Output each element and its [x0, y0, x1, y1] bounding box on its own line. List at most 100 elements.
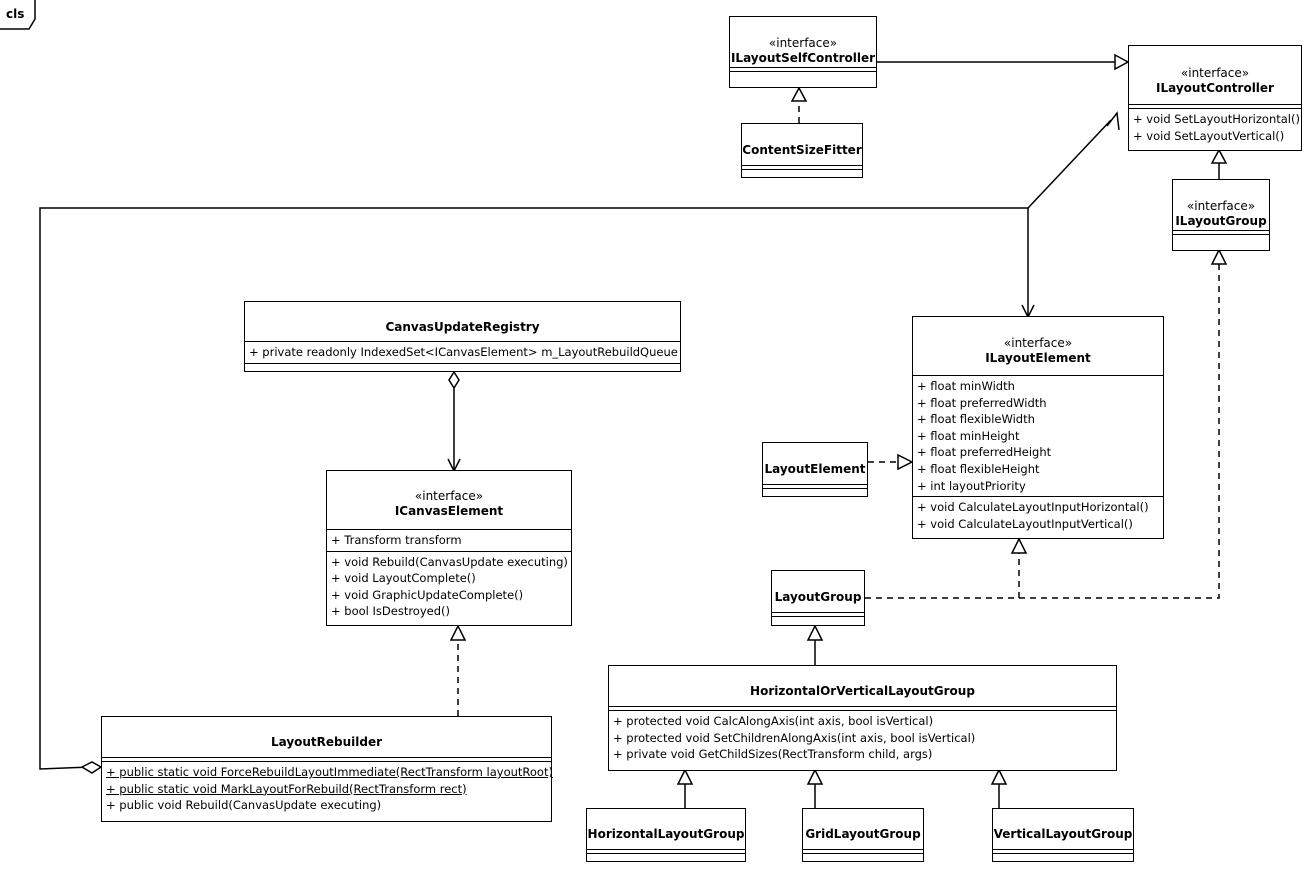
method-row: + protected void SetChildrenAlongAxis(in…	[613, 730, 976, 745]
methods-compartment: + protected void CalcAlongAxis(int axis,…	[609, 711, 1116, 765]
empty-compartment	[1173, 235, 1269, 239]
class-name: GridLayoutGroup	[805, 827, 921, 841]
diagram-frame-tab: cls	[0, 0, 34, 29]
class-horizontalorverticallayoutgroup[interactable]: HorizontalOrVerticalLayoutGroup + protec…	[608, 665, 1117, 771]
empty-compartment	[993, 854, 1133, 858]
class-name: LayoutRebuilder	[270, 735, 383, 749]
attributes-compartment: + Transform transform	[327, 530, 571, 552]
class-canvasupdateregistry[interactable]: CanvasUpdateRegistry + private readonly …	[244, 301, 681, 372]
attribute-row: + float flexibleHeight	[917, 461, 1040, 476]
methods-compartment: + void Rebuild(CanvasUpdate executing) +…	[327, 552, 571, 622]
empty-compartment	[587, 854, 745, 858]
empty-compartment	[730, 72, 876, 76]
class-header: ContentSizeFitter	[742, 124, 862, 166]
class-header: LayoutElement	[763, 443, 867, 485]
empty-compartment	[1129, 105, 1301, 109]
method-row: + void CalculateLayoutInputHorizontal()	[917, 500, 1149, 515]
class-name: ILayoutSelfController	[730, 51, 876, 65]
empty-compartment	[587, 850, 745, 854]
diagram-frame-label: cls	[6, 7, 25, 21]
empty-compartment	[763, 485, 867, 489]
aggregation-diamond-rebuilder	[80, 761, 103, 774]
empty-compartment	[609, 707, 1116, 711]
class-header: LayoutRebuilder	[102, 717, 551, 758]
class-name: ILayoutElement	[985, 351, 1091, 365]
class-contentsizefitter[interactable]: ContentSizeFitter	[741, 123, 863, 178]
attributes-compartment: + private readonly IndexedSet<ICanvasEle…	[245, 342, 680, 364]
class-ilayoutelement[interactable]: «interface» ILayoutElement + float minWi…	[912, 316, 1164, 539]
open-arrowhead-to-controller	[1106, 111, 1120, 131]
class-ilayoutgroup[interactable]: «interface» ILayoutGroup	[1172, 179, 1270, 251]
arrowhead-selfcontroller-to-controller	[1114, 53, 1130, 71]
method-row: + void SetLayoutVertical()	[1133, 128, 1285, 143]
class-header: VerticalLayoutGroup	[993, 809, 1133, 850]
static-method-row: + public static void ForceRebuildLayoutI…	[106, 765, 553, 779]
arrowhead-sizefitter-to-selfcontroller	[790, 86, 808, 102]
empty-compartment	[803, 854, 923, 858]
method-row: + void CalculateLayoutInputVertical()	[917, 516, 1133, 531]
empty-compartment	[1173, 231, 1269, 235]
class-name: VerticalLayoutGroup	[993, 827, 1133, 841]
methods-compartment: + void CalculateLayoutInputHorizontal() …	[913, 497, 1163, 534]
class-header: GridLayoutGroup	[803, 809, 923, 850]
attribute-row: + private readonly IndexedSet<ICanvasEle…	[249, 345, 678, 359]
attributes-compartment: + float minWidth + float preferredWidth …	[913, 376, 1163, 498]
method-row: + void SetLayoutHorizontal()	[1133, 112, 1300, 126]
class-name: HorizontalLayoutGroup	[587, 827, 745, 841]
class-ilayoutcontroller[interactable]: «interface» ILayoutController + void Set…	[1128, 45, 1302, 151]
empty-compartment	[102, 758, 551, 762]
class-header: «interface» ILayoutElement	[913, 317, 1163, 376]
attribute-row: + int layoutPriority	[917, 478, 1026, 493]
class-layoutgroup[interactable]: LayoutGroup	[771, 570, 865, 626]
stereotype-label: «interface»	[414, 489, 484, 503]
arrowhead-layoutgroup-iface-to-controller	[1210, 148, 1228, 164]
class-icanvaselement[interactable]: «interface» ICanvasElement + Transform t…	[326, 470, 572, 626]
attribute-row: + Transform transform	[331, 533, 462, 547]
empty-compartment	[803, 850, 923, 854]
arrowhead-layoutgroup-to-ilayoutelement	[1010, 537, 1028, 554]
stereotype-label: «interface»	[768, 36, 838, 50]
class-gridlayoutgroup[interactable]: GridLayoutGroup	[802, 808, 924, 862]
attribute-row: + float minHeight	[917, 428, 1020, 443]
static-method-row: + public static void MarkLayoutForRebuil…	[106, 781, 467, 796]
class-ilayoutselfcontroller[interactable]: «interface» ILayoutSelfController	[729, 16, 877, 88]
empty-compartment	[772, 613, 864, 617]
arrowhead-rebuilder-to-canvaselement	[449, 624, 467, 641]
class-layoutelement[interactable]: LayoutElement	[762, 442, 868, 497]
frame-tab-outline	[0, 0, 36, 30]
class-name: LayoutGroup	[774, 590, 862, 604]
attribute-row: + float minWidth	[917, 379, 1015, 393]
class-name: ICanvasElement	[394, 504, 504, 518]
method-row: + void GraphicUpdateComplete()	[331, 587, 524, 602]
class-name: ILayoutController	[1156, 81, 1274, 95]
arrowhead-layoutelement-to-ilayoutelement	[897, 453, 914, 471]
empty-compartment	[772, 617, 864, 621]
class-header: HorizontalOrVerticalLayoutGroup	[609, 666, 1116, 707]
edge-rebuilder-to-controller	[39, 119, 1112, 770]
class-name: ContentSizeFitter	[742, 143, 862, 157]
class-header: «interface» ILayoutGroup	[1173, 180, 1269, 231]
arrowhead-horvert-to-layoutgroup	[806, 624, 824, 641]
arrowhead-grid-to-horvert	[806, 768, 824, 785]
empty-compartment	[730, 68, 876, 72]
edge-layoutgroup-to-ilayoutgroup-iface	[1019, 264, 1220, 599]
class-header: LayoutGroup	[772, 571, 864, 613]
method-row: + protected void CalcAlongAxis(int axis,…	[613, 714, 934, 728]
class-name: ILayoutGroup	[1175, 214, 1267, 228]
class-name: LayoutElement	[764, 462, 866, 476]
method-row: + void LayoutComplete()	[331, 571, 476, 586]
class-verticallayoutgroup[interactable]: VerticalLayoutGroup	[992, 808, 1134, 862]
empty-compartment	[742, 170, 862, 174]
class-horizontallayoutgroup[interactable]: HorizontalLayoutGroup	[586, 808, 746, 862]
methods-compartment: + void SetLayoutHorizontal() + void SetL…	[1129, 109, 1301, 146]
stereotype-label: «interface»	[1186, 199, 1256, 213]
class-name: HorizontalOrVerticalLayoutGroup	[750, 684, 975, 698]
class-header: «interface» ILayoutSelfController	[730, 17, 876, 68]
class-layoutrebuilder[interactable]: LayoutRebuilder + public static void For…	[101, 716, 553, 822]
class-header: CanvasUpdateRegistry	[245, 302, 680, 342]
arrowhead-vertical-to-horvert	[990, 768, 1008, 785]
arrowhead-horizontal-to-horvert	[676, 768, 694, 785]
method-row: + private void GetChildSizes(RectTransfo…	[613, 747, 933, 762]
arrowhead-layoutgroup-to-ilayoutgroup-iface	[1210, 248, 1228, 265]
